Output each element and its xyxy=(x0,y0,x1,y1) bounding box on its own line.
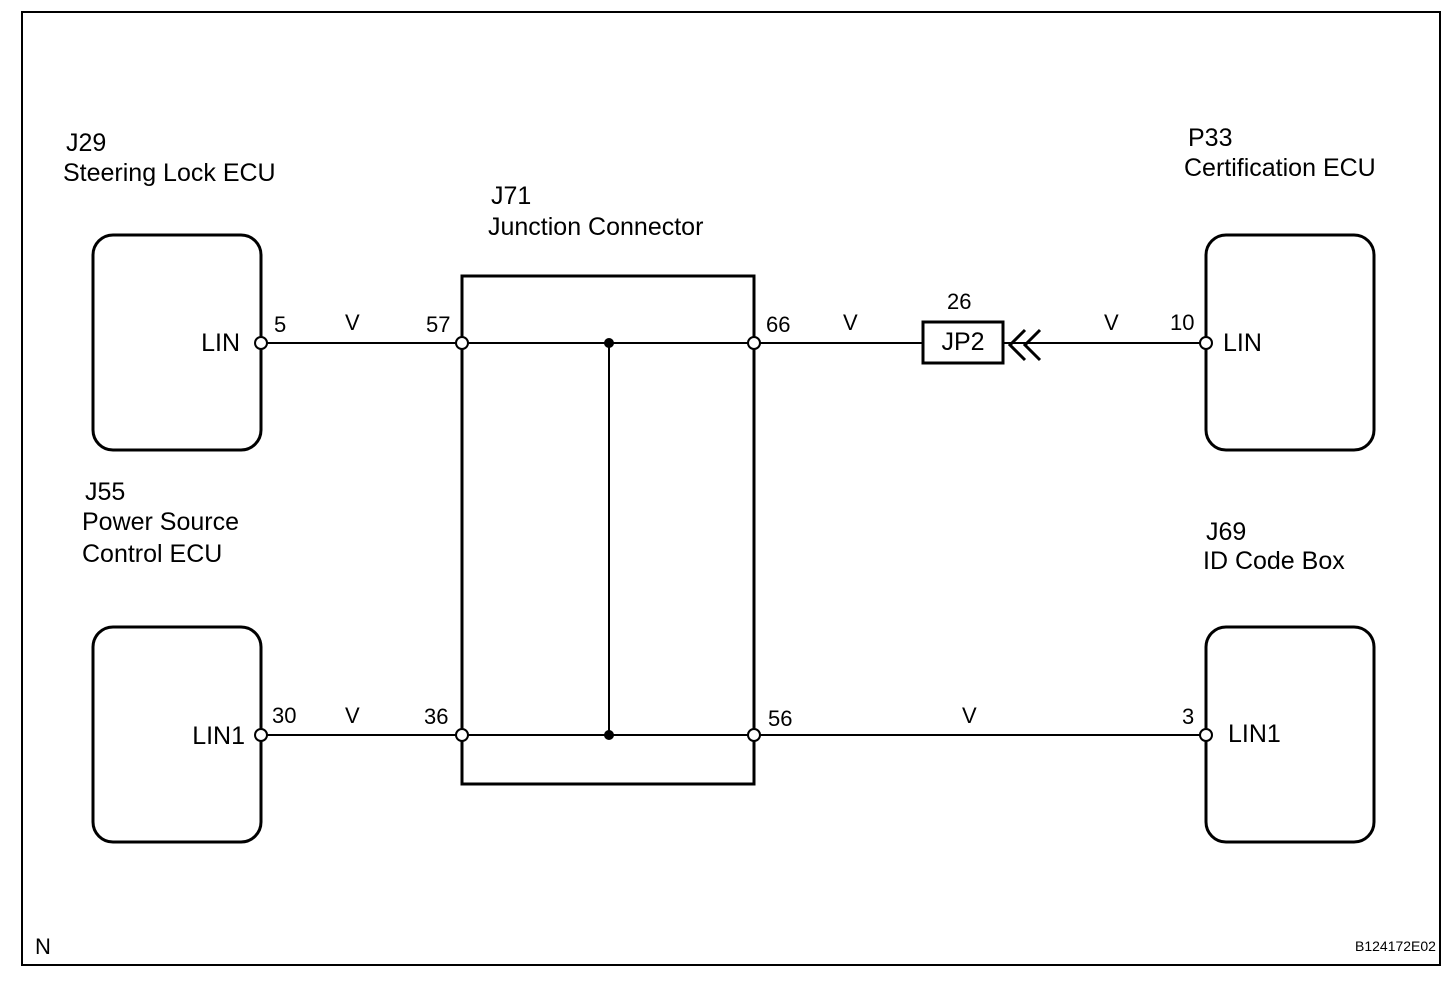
j71-pin-bottom-left: 36 xyxy=(424,704,449,729)
splice-dot xyxy=(604,338,614,348)
connector-chevron-icon xyxy=(1022,328,1042,362)
pin-terminal xyxy=(1199,336,1213,350)
pin-terminal xyxy=(455,336,469,350)
j71-junction-box xyxy=(460,274,756,786)
pin-terminal xyxy=(254,336,268,350)
p33-code-label: P33 xyxy=(1188,124,1233,152)
wire-color-label: V xyxy=(1104,310,1119,335)
j55-code-label: J55 xyxy=(85,478,126,506)
jp2-pin-number: 26 xyxy=(947,289,972,314)
pin-terminal xyxy=(747,336,761,350)
j71-pin-top-left: 57 xyxy=(426,312,451,337)
j71-pin-top-right: 66 xyxy=(766,312,791,337)
j55-pin-number: 30 xyxy=(272,703,297,728)
j71-pin-bottom-right: 56 xyxy=(768,706,793,731)
j55-name-line1: Power Source xyxy=(82,508,240,536)
corner-mark: N xyxy=(35,934,51,959)
j71-code-label: J71 xyxy=(491,182,532,210)
j69-pin-label: LIN1 xyxy=(1228,720,1281,748)
p33-pin-label: LIN xyxy=(1223,329,1262,357)
splice-dot xyxy=(604,730,614,740)
j55-pin-label: LIN1 xyxy=(192,722,245,750)
pin-terminal xyxy=(747,728,761,742)
jp2-connector-box xyxy=(921,320,1005,365)
j29-name-label: Steering Lock ECU xyxy=(63,159,276,187)
j69-pin-number: 3 xyxy=(1182,704,1195,729)
j71-name-label: Junction Connector xyxy=(488,213,704,241)
j29-code-label: J29 xyxy=(66,129,107,157)
j29-pin-number: 5 xyxy=(274,312,287,337)
figure-code: B124172E02 xyxy=(1355,938,1436,954)
connector-chevron-icon xyxy=(1007,328,1027,362)
j69-code-label: J69 xyxy=(1206,518,1247,546)
wire-color-label: V xyxy=(345,310,360,335)
pin-terminal xyxy=(254,728,268,742)
p33-name-label: Certification ECU xyxy=(1184,154,1376,182)
p33-pin-number: 10 xyxy=(1170,310,1195,335)
wire-color-label: V xyxy=(843,310,858,335)
wire-color-label: V xyxy=(345,703,360,728)
j69-name-label: ID Code Box xyxy=(1203,547,1345,575)
j55-name-line2: Control ECU xyxy=(82,540,223,568)
diagram-frame xyxy=(21,11,1441,966)
j29-pin-label: LIN xyxy=(201,329,240,357)
jp2-label: JP2 xyxy=(941,328,985,356)
pin-terminal xyxy=(455,728,469,742)
pin-terminal xyxy=(1199,728,1213,742)
wire-color-label: V xyxy=(962,703,977,728)
